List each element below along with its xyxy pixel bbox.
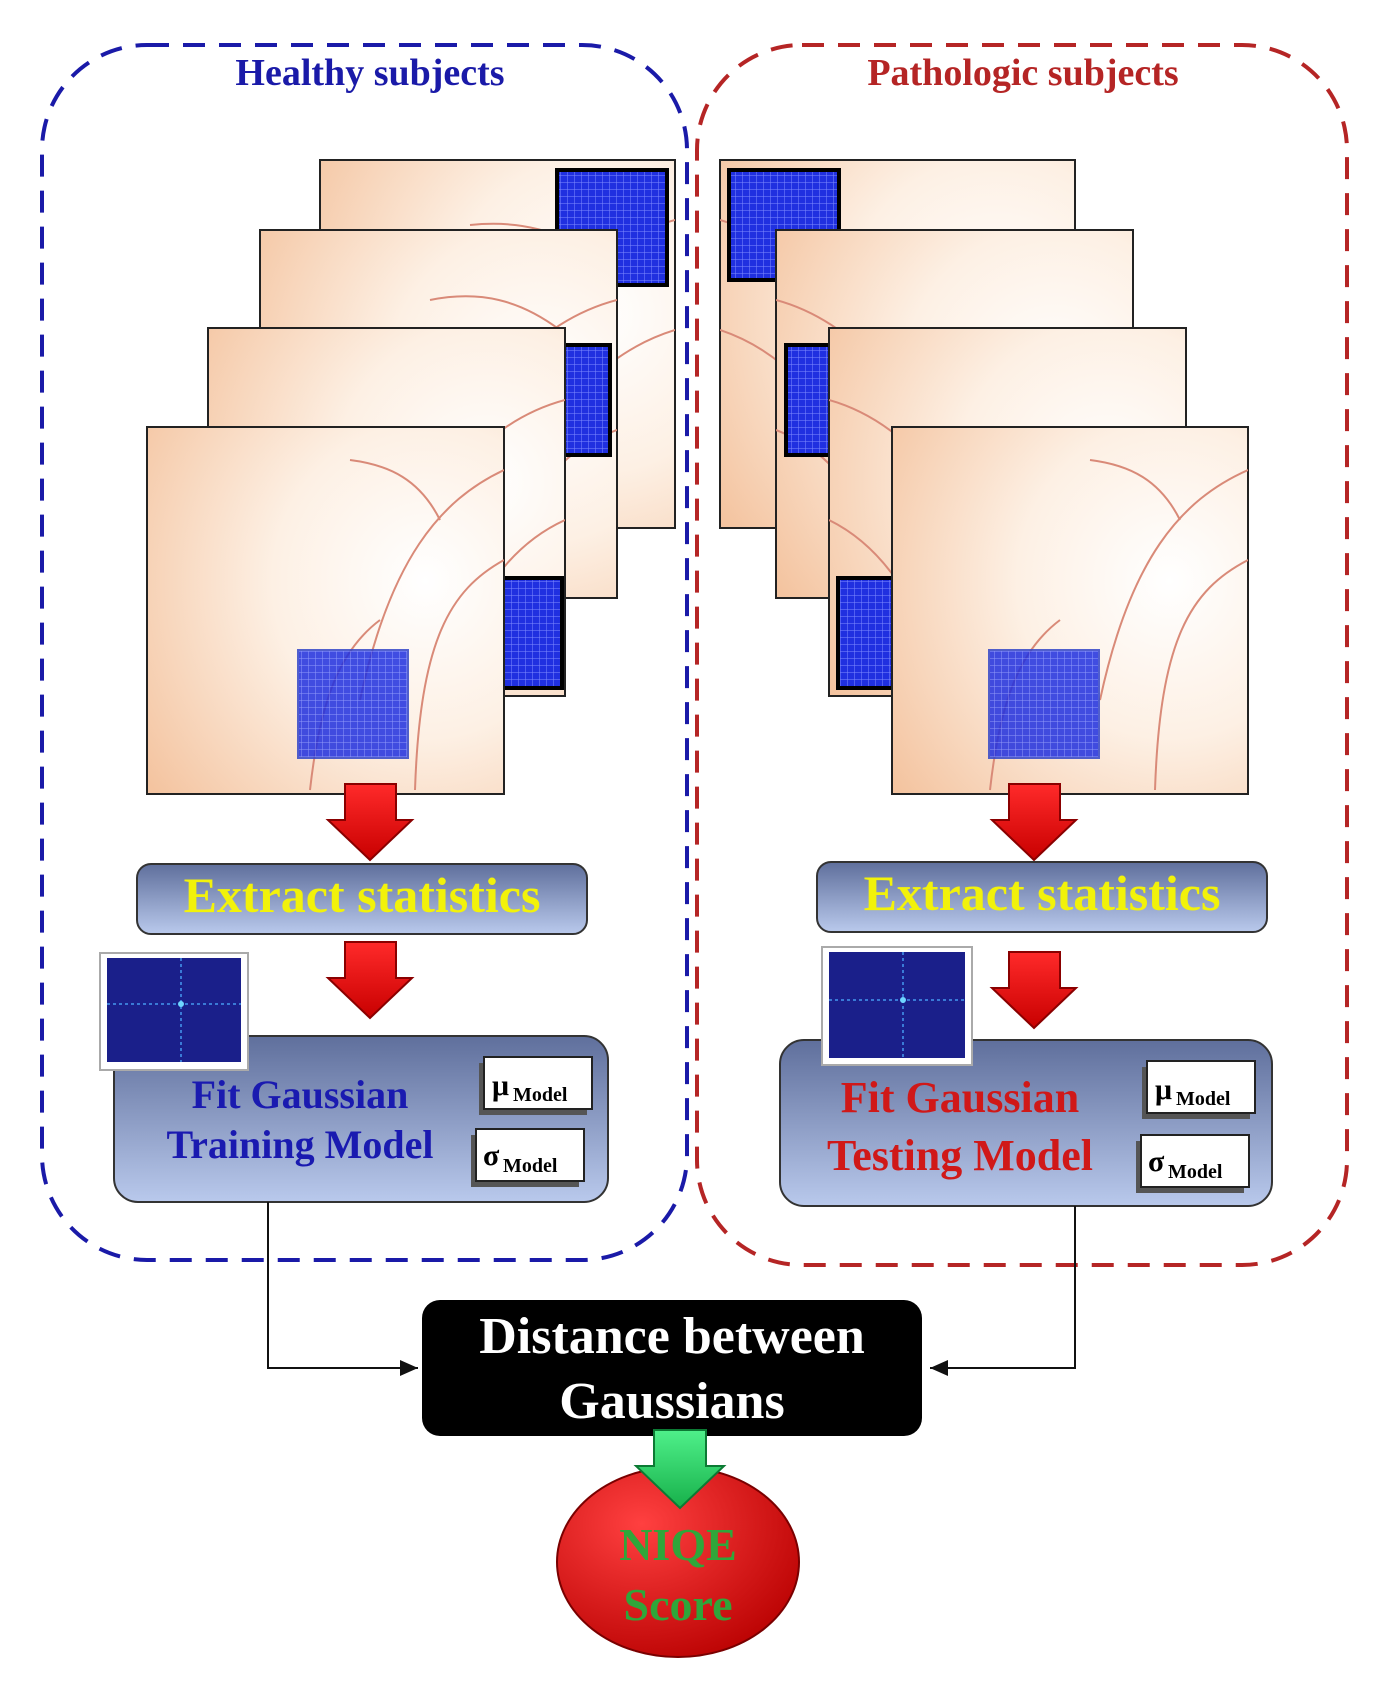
distance-line2: Gaussians <box>559 1373 784 1430</box>
pathologic-fundus-image-4 <box>891 426 1249 795</box>
extract-statistics-healthy: Extract statistics <box>136 863 588 935</box>
mu-param-card: μ Model <box>479 1056 593 1115</box>
fit-testing-box: Fit Gaussian Testing Model μ Model σ Mod… <box>779 946 1273 1207</box>
sigma-param-card: σ Model <box>1136 1134 1250 1193</box>
covariance-thumbnail-icon <box>99 952 249 1071</box>
pathologic-group-title: Pathologic subjects <box>867 52 1178 94</box>
patch-icon <box>297 649 409 759</box>
flow-arrow-down-icon <box>989 951 1079 1030</box>
pathologic-group-frame <box>695 43 1349 1267</box>
fit-testing-line1: Fit Gaussian <box>841 1073 1079 1122</box>
healthy-fundus-image-4 <box>146 426 505 795</box>
fit-training-line1: Fit Gaussian <box>192 1072 409 1117</box>
mu-symbol: μ <box>1155 1073 1172 1106</box>
testing-to-distance-connector <box>930 1206 1076 1376</box>
score-line1: NIQE <box>619 1519 737 1570</box>
sigma-subscript: Model <box>503 1155 558 1177</box>
score-arrow-down-icon <box>633 1429 727 1510</box>
niqe-score-node: NIQE Score <box>556 1466 800 1658</box>
flow-arrow-down-icon <box>989 783 1079 862</box>
extract-statistics-label: Extract statistics <box>184 867 541 923</box>
fit-training-box: Fit Gaussian Training Model μ Model σ Mo… <box>99 952 609 1203</box>
extract-statistics-pathologic: Extract statistics <box>816 861 1268 933</box>
training-to-distance-connector <box>267 1202 418 1376</box>
distance-line1: Distance between <box>479 1308 865 1365</box>
healthy-image-stack <box>146 159 676 795</box>
covariance-thumbnail-icon <box>821 946 973 1066</box>
score-line2: Score <box>623 1579 732 1630</box>
mu-symbol: μ <box>492 1069 509 1102</box>
flow-arrow-down-icon <box>325 941 415 1020</box>
patch-icon <box>988 649 1100 759</box>
extract-statistics-label: Extract statistics <box>864 865 1221 921</box>
sigma-symbol: σ <box>483 1139 500 1172</box>
flow-arrow-down-icon <box>325 783 415 862</box>
healthy-group-frame <box>40 43 689 1262</box>
fit-testing-line2: Testing Model <box>827 1131 1093 1180</box>
healthy-group-title: Healthy subjects <box>235 52 504 94</box>
sigma-subscript: Model <box>1168 1161 1223 1183</box>
sigma-param-card: σ Model <box>471 1128 585 1187</box>
mu-subscript: Model <box>513 1084 568 1106</box>
sigma-symbol: σ <box>1148 1145 1165 1178</box>
mu-subscript: Model <box>1176 1088 1231 1110</box>
distance-box: Distance between Gaussians <box>422 1300 922 1436</box>
pathologic-image-stack <box>719 159 1249 795</box>
fit-training-line2: Training Model <box>166 1122 433 1167</box>
mu-param-card: μ Model <box>1142 1060 1256 1119</box>
